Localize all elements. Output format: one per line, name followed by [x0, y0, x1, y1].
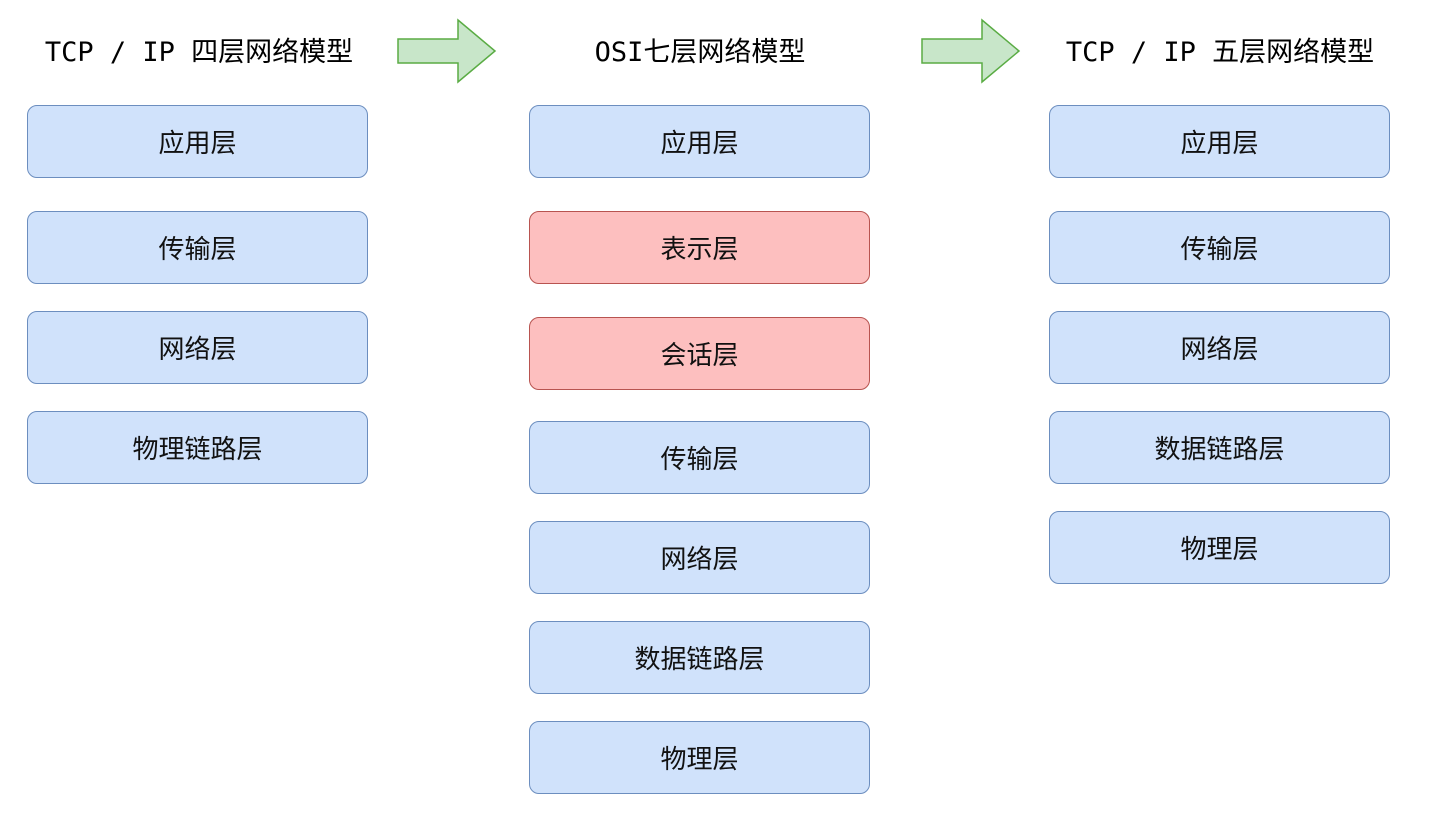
tcp5-layer-physical: 物理层: [1049, 511, 1390, 584]
osi7-layer-presentation: 表示层: [529, 211, 870, 284]
tcp5-layer-network: 网络层: [1049, 311, 1390, 384]
osi7-layer-application: 应用层: [529, 105, 870, 178]
tcp5-layer-application: 应用层: [1049, 105, 1390, 178]
osi7-layer-physical: 物理层: [529, 721, 870, 794]
tcp5-layer-transport: 传输层: [1049, 211, 1390, 284]
tcp5-layer-data-link: 数据链路层: [1049, 411, 1390, 484]
osi7-title: OSI七层网络模型: [594, 37, 806, 68]
tcp4-title: TCP / IP 四层网络模型: [44, 37, 354, 68]
osi7-layer-data-link: 数据链路层: [529, 621, 870, 694]
tcp5-title: TCP / IP 五层网络模型: [1065, 37, 1375, 68]
tcp4-layer-physical-link: 物理链路层: [27, 411, 368, 484]
osi7-layer-network: 网络层: [529, 521, 870, 594]
right-arrow-icon: [397, 18, 497, 84]
tcp4-layer-network: 网络层: [27, 311, 368, 384]
osi7-layer-session: 会话层: [529, 317, 870, 390]
tcp4-layer-application: 应用层: [27, 105, 368, 178]
right-arrow-icon: [921, 18, 1021, 84]
osi7-layer-transport: 传输层: [529, 421, 870, 494]
tcp4-layer-transport: 传输层: [27, 211, 368, 284]
